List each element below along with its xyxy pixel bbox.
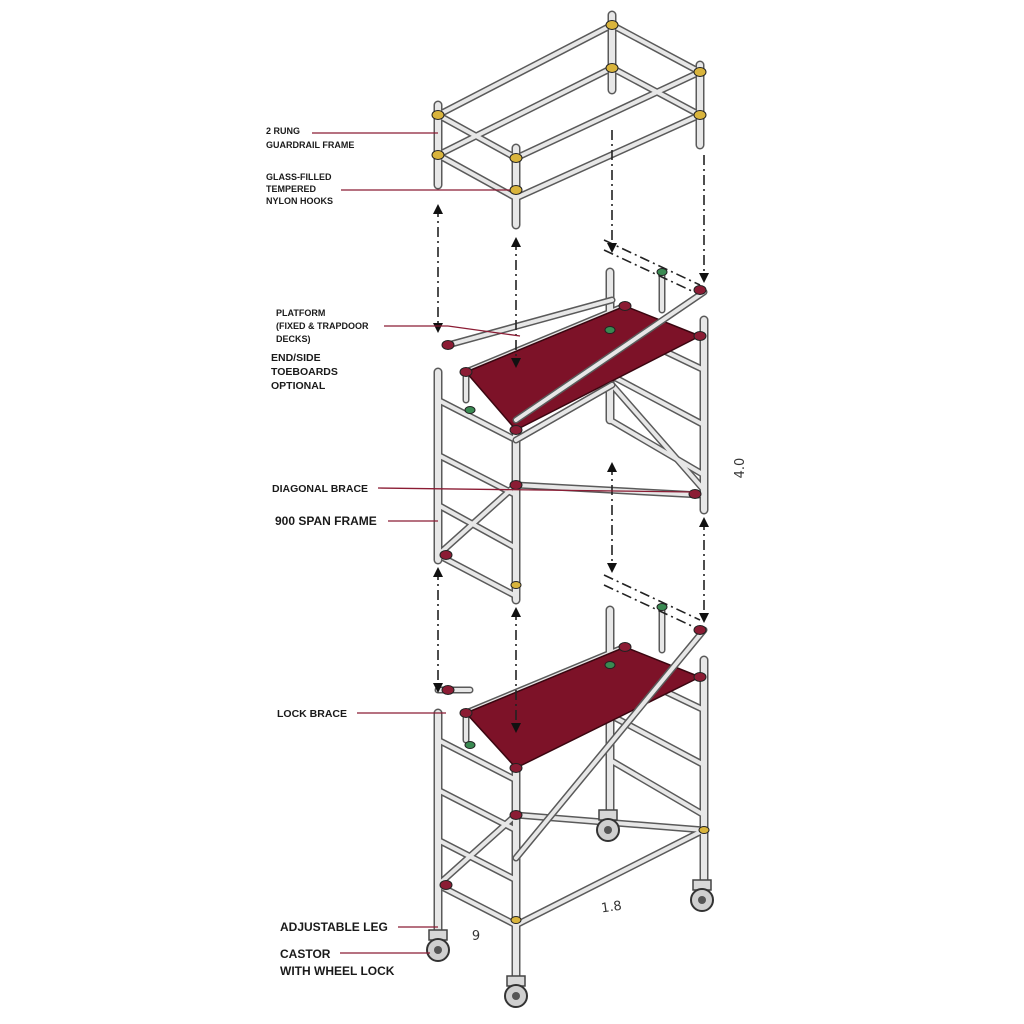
guardrail-hook-3 bbox=[605, 20, 619, 30]
guardrail-rail-front-top-fill bbox=[514, 70, 702, 160]
upper-clamp-7 bbox=[509, 480, 523, 490]
lower-green-clamp-2 bbox=[464, 741, 476, 749]
lower-rung-1-fill bbox=[436, 738, 518, 782]
upper-clamp-3 bbox=[693, 331, 707, 341]
guardrail-hook-1 bbox=[431, 110, 445, 120]
lower-clamp-1 bbox=[459, 708, 473, 718]
lower-clamp-2 bbox=[618, 642, 632, 652]
castor-wheels bbox=[426, 809, 714, 1008]
label-diagonal-brace: DIAGONAL BRACE bbox=[272, 483, 368, 495]
diagonal-brace-upper-fill bbox=[514, 483, 702, 497]
lower-clamp-4 bbox=[509, 763, 523, 773]
lower-clamp-3 bbox=[693, 672, 707, 682]
upper-brace-b-fill bbox=[610, 383, 706, 492]
guardrail-hook-5 bbox=[605, 63, 619, 73]
lower-base-hook bbox=[510, 916, 522, 924]
upper-clamp-8 bbox=[688, 489, 702, 499]
lower-right-rung-3-fill bbox=[608, 758, 706, 817]
upper-green-clamp-1 bbox=[656, 268, 668, 276]
label-platform-line3: DECKS) bbox=[276, 334, 311, 344]
lower-clamp-5 bbox=[441, 685, 455, 695]
dimension-labels: 4.0 1.8 9 bbox=[472, 458, 748, 944]
lower-green-clamp-1 bbox=[656, 603, 668, 611]
guardrail-rail-front-mid-fill bbox=[514, 113, 702, 200]
callout-labels: 2 RUNG GUARDRAIL FRAME GLASS-FILLED TEMP… bbox=[266, 126, 395, 978]
label-span-frame: 900 SPAN FRAME bbox=[275, 514, 377, 528]
lower-clamp-8 bbox=[439, 880, 453, 890]
label-platform-line2: (FIXED & TRAPDOOR bbox=[276, 321, 369, 331]
upper-rung-4-fill bbox=[436, 553, 518, 598]
upper-rung-3-fill bbox=[436, 503, 518, 550]
upper-clamp-4 bbox=[509, 425, 523, 435]
upper-green-clamp-2 bbox=[464, 406, 476, 414]
lower-green-clamp-3 bbox=[604, 661, 616, 669]
guardrail-hook-6 bbox=[693, 110, 707, 120]
label-adjustable-leg: ADJUSTABLE LEG bbox=[280, 920, 388, 934]
lower-lock-brace-front-fill bbox=[514, 628, 706, 860]
lower-right-hook bbox=[698, 826, 710, 834]
upper-clamp-2 bbox=[618, 301, 632, 311]
lower-base-brace-fill bbox=[514, 828, 706, 927]
lower-rung-4-fill bbox=[436, 883, 518, 927]
upper-clamp-6 bbox=[693, 285, 707, 295]
upper-platform-deck bbox=[464, 305, 702, 431]
guardrail-end-mid-left-fill bbox=[436, 153, 518, 200]
guardrail-end-mid-right-fill bbox=[610, 66, 702, 117]
clamps-and-hooks bbox=[431, 20, 710, 924]
upper-brace-over-fill bbox=[514, 383, 614, 442]
label-lock-brace: LOCK BRACE bbox=[277, 708, 347, 720]
guide-arrowheads bbox=[433, 204, 709, 733]
upper-clamp-1 bbox=[459, 367, 473, 377]
dimension-width: 9 bbox=[472, 929, 480, 944]
upper-rung-2-fill bbox=[436, 453, 518, 497]
label-toeboards-line2: TOEBOARDS bbox=[271, 366, 338, 378]
label-castor-line1: CASTOR bbox=[280, 947, 331, 961]
upper-rung-1-fill bbox=[436, 398, 518, 442]
guardrail-hook-4 bbox=[693, 67, 707, 77]
dimension-height: 4.0 bbox=[733, 458, 748, 479]
nylon-hook bbox=[509, 185, 523, 195]
lower-clamp-7 bbox=[509, 810, 523, 820]
upper-platform-rail-fill bbox=[446, 298, 614, 347]
label-guardrail-line2: GUARDRAIL FRAME bbox=[266, 140, 354, 150]
label-hooks-line3: NYLON HOOKS bbox=[266, 196, 333, 206]
lower-rung-3-fill bbox=[436, 838, 518, 882]
upper-right-rung-2-fill bbox=[608, 373, 706, 427]
lower-clamp-6 bbox=[693, 625, 707, 635]
upper-lock-brace-front-fill bbox=[514, 290, 706, 422]
guardrail-hook-7 bbox=[431, 150, 445, 160]
guardrail-end-top-left-fill bbox=[436, 113, 518, 160]
leader-lines bbox=[312, 132, 693, 954]
lower-span-diagonal-fill bbox=[436, 813, 518, 887]
label-hooks-line1: GLASS-FILLED bbox=[266, 172, 332, 182]
guardrail-hook-2 bbox=[509, 153, 523, 163]
upper-green-clamp-3 bbox=[604, 326, 616, 334]
upper-right-rung-3-fill bbox=[608, 418, 706, 477]
label-hooks-line2: TEMPERED bbox=[266, 184, 317, 194]
upper-span-diagonal-fill bbox=[436, 483, 518, 557]
lower-platform-deck bbox=[464, 646, 702, 769]
scaffold-tubes-highlight bbox=[435, 12, 707, 993]
upper-clamp-5 bbox=[441, 340, 455, 350]
label-guardrail-line1: 2 RUNG bbox=[266, 126, 300, 136]
label-toeboards-line3: OPTIONAL bbox=[271, 380, 326, 392]
label-toeboards-line1: END/SIDE bbox=[271, 352, 321, 364]
label-platform-line1: PLATFORM bbox=[276, 308, 325, 318]
assembly-guide-lines bbox=[437, 130, 705, 730]
guardrail-rail-back-top-fill bbox=[436, 23, 614, 117]
guardrail-end-top-right-fill bbox=[610, 23, 702, 74]
upper-clamp-9 bbox=[439, 550, 453, 560]
scaffold-tubes bbox=[433, 10, 709, 995]
label-castor-line2: WITH WHEEL LOCK bbox=[280, 964, 395, 978]
upper-base-hook bbox=[510, 581, 522, 589]
dimension-length: 1.8 bbox=[600, 899, 623, 917]
lower-rung-2-fill bbox=[436, 788, 518, 832]
guardrail-rail-back-mid-fill bbox=[436, 66, 614, 157]
